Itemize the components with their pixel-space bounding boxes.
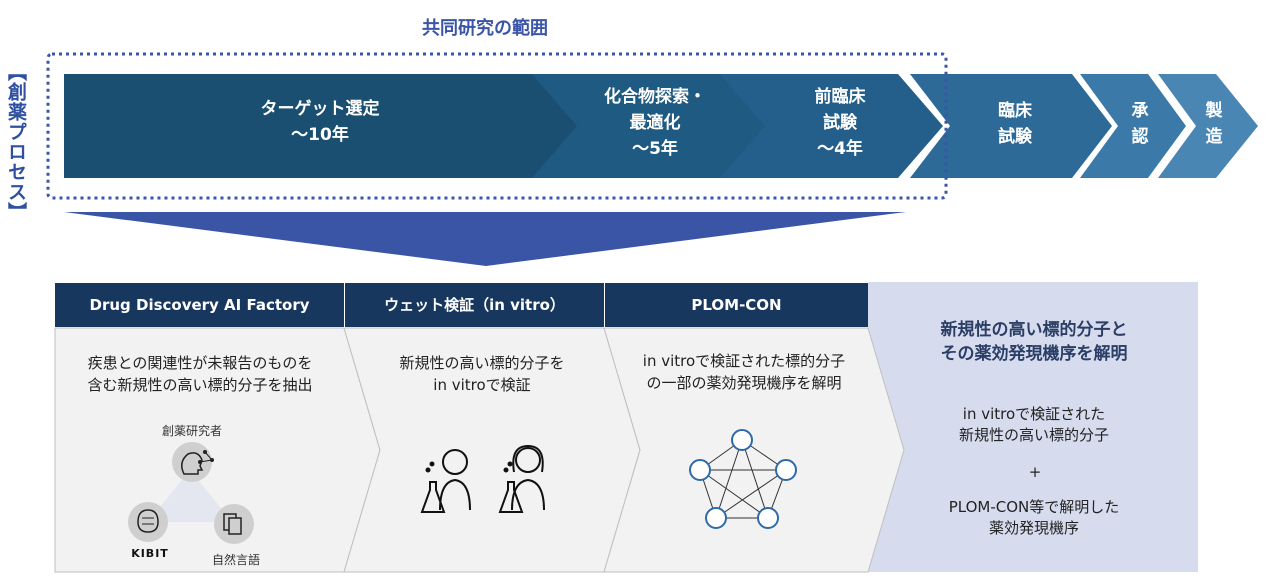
funnel-shape: [64, 212, 906, 266]
card-3-body: [603, 327, 905, 573]
result-plus: +: [1028, 463, 1042, 481]
stage-2-label: 化合物探索・最適化〜5年: [604, 87, 706, 159]
kibit-brain-icon: [128, 502, 168, 542]
scope-title: 共同研究の範囲: [422, 18, 548, 39]
stage-4-label: 臨床試験: [998, 101, 1032, 147]
card-text-ai-factory: 疾患との関連性が未報告のものを含む新規性の高い標的分子を抽出: [87, 354, 313, 394]
process-side-label: 【創薬プロセス】: [5, 62, 27, 222]
stage-4-shape: [910, 74, 1112, 178]
ai-triangle: [148, 470, 232, 522]
researcher-label: 創薬研究者: [161, 424, 222, 438]
network-nodes: [689, 429, 797, 529]
kibit-logo-label: KIBIT: [131, 547, 169, 560]
result-panel: [868, 282, 1198, 572]
card-header-wet-validation: ウェット検証（in vitro）: [345, 283, 604, 327]
stage-3-shape: [720, 74, 943, 178]
stage-5-shape: [1080, 74, 1186, 178]
stage-1-label: ターゲット選定〜10年: [260, 99, 380, 145]
scientists-icon: [420, 444, 545, 513]
result-title: 新規性の高い標的分子とその薬効発現機序を解明: [940, 320, 1128, 364]
stage-3-label: 前臨床試験〜4年: [814, 87, 866, 159]
card-header-plom-con: PLOM-CON: [605, 283, 868, 327]
stage-5-label: 承認: [1131, 101, 1149, 147]
result-line-2: PLOM-CON等で解明した薬効発現機序: [948, 498, 1120, 537]
result-line-1: in vitroで検証された新規性の高い標的分子: [958, 405, 1109, 444]
researcher-icon: [172, 442, 212, 482]
stage-2-shape: [532, 74, 773, 178]
card-header-ai-factory: Drug Discovery AI Factory: [55, 283, 344, 327]
stage-1-shape: [64, 74, 585, 178]
stage-6-shape: [1158, 74, 1258, 178]
scope-box: [46, 52, 948, 200]
card-text-plom-con: in vitroで検証された標的分子の一部の薬効発現機序を解明: [642, 352, 846, 392]
nlp-label: 自然言語: [211, 553, 260, 567]
stage-6-label: 製造: [1205, 101, 1223, 147]
